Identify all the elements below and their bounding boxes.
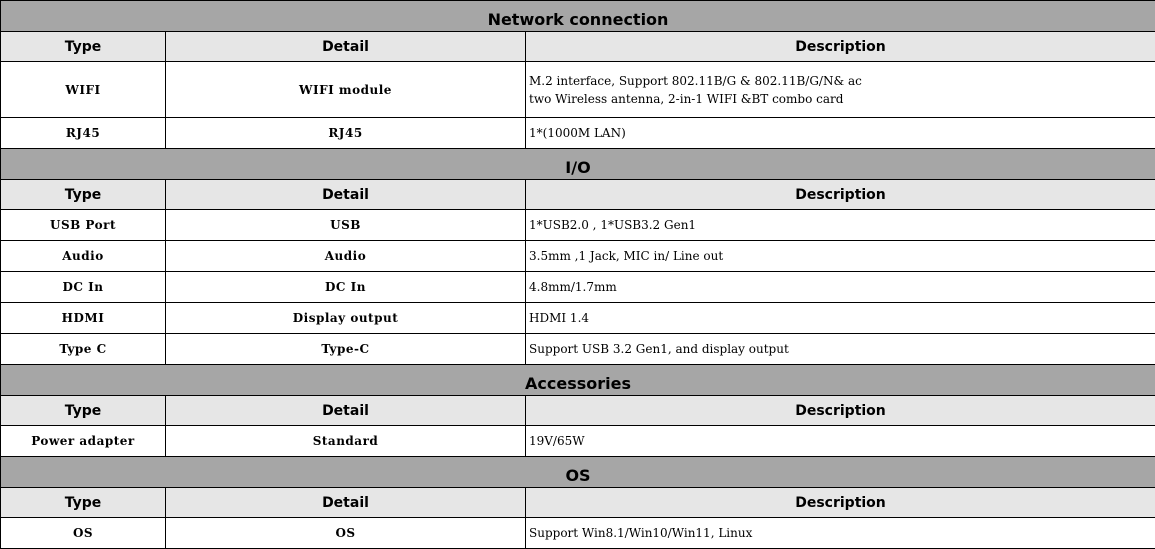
cell-detail: DC In [166,272,526,303]
cell-description: 3.5mm ,1 Jack, MIC in/ Line out [526,241,1155,272]
cell-detail: Audio [166,241,526,272]
cell-description: 4.8mm/1.7mm [526,272,1155,303]
cell-type: Audio [1,241,166,272]
cell-detail: WIFI module [166,62,526,118]
column-header-detail: Detail [166,32,526,62]
section-title: Network connection [1,1,1155,32]
column-header-row: Type Detail Description [1,180,1155,210]
cell-description: Support Win8.1/Win10/Win11, Linux [526,518,1155,549]
cell-detail: Display output [166,303,526,334]
cell-type: Type C [1,334,166,365]
cell-type: HDMI [1,303,166,334]
column-header-detail: Detail [166,180,526,210]
column-header-type: Type [1,488,166,518]
section-title: OS [1,457,1155,488]
cell-description: M.2 interface, Support 802.11B/G & 802.1… [526,62,1155,118]
section-network: Network connection [1,1,1155,32]
cell-detail: RJ45 [166,118,526,149]
cell-description: 1*USB2.0 , 1*USB3.2 Gen1 [526,210,1155,241]
cell-type: Power adapter [1,426,166,457]
cell-type: DC In [1,272,166,303]
description-line: two Wireless antenna, 2-in-1 WIFI &BT co… [529,90,1155,108]
column-header-description: Description [526,180,1155,210]
cell-type: OS [1,518,166,549]
column-header-description: Description [526,488,1155,518]
column-header-row: Type Detail Description [1,32,1155,62]
cell-description: 19V/65W [526,426,1155,457]
section-io: I/O [1,149,1155,180]
cell-description: 1*(1000M LAN) [526,118,1155,149]
description-line: M.2 interface, Support 802.11B/G & 802.1… [529,72,1155,90]
section-title: I/O [1,149,1155,180]
column-header-type: Type [1,32,166,62]
table-row: WIFI WIFI module M.2 interface, Support … [1,62,1155,118]
table-row: Power adapter Standard 19V/65W [1,426,1155,457]
section-title: Accessories [1,365,1155,396]
column-header-description: Description [526,32,1155,62]
cell-type: WIFI [1,62,166,118]
table-row: HDMI Display output HDMI 1.4 [1,303,1155,334]
cell-type: USB Port [1,210,166,241]
cell-description: HDMI 1.4 [526,303,1155,334]
column-header-detail: Detail [166,488,526,518]
column-header-row: Type Detail Description [1,396,1155,426]
cell-description: Support USB 3.2 Gen1, and display output [526,334,1155,365]
column-header-row: Type Detail Description [1,488,1155,518]
table-row: OS OS Support Win8.1/Win10/Win11, Linux [1,518,1155,549]
cell-detail: Type-C [166,334,526,365]
cell-detail: OS [166,518,526,549]
section-accessories: Accessories [1,365,1155,396]
table-row: USB Port USB 1*USB2.0 , 1*USB3.2 Gen1 [1,210,1155,241]
column-header-description: Description [526,396,1155,426]
table-row: Type C Type-C Support USB 3.2 Gen1, and … [1,334,1155,365]
column-header-detail: Detail [166,396,526,426]
table-row: DC In DC In 4.8mm/1.7mm [1,272,1155,303]
cell-detail: Standard [166,426,526,457]
cell-type: RJ45 [1,118,166,149]
column-header-type: Type [1,396,166,426]
table-row: RJ45 RJ45 1*(1000M LAN) [1,118,1155,149]
section-os: OS [1,457,1155,488]
table-row: Audio Audio 3.5mm ,1 Jack, MIC in/ Line … [1,241,1155,272]
column-header-type: Type [1,180,166,210]
cell-detail: USB [166,210,526,241]
